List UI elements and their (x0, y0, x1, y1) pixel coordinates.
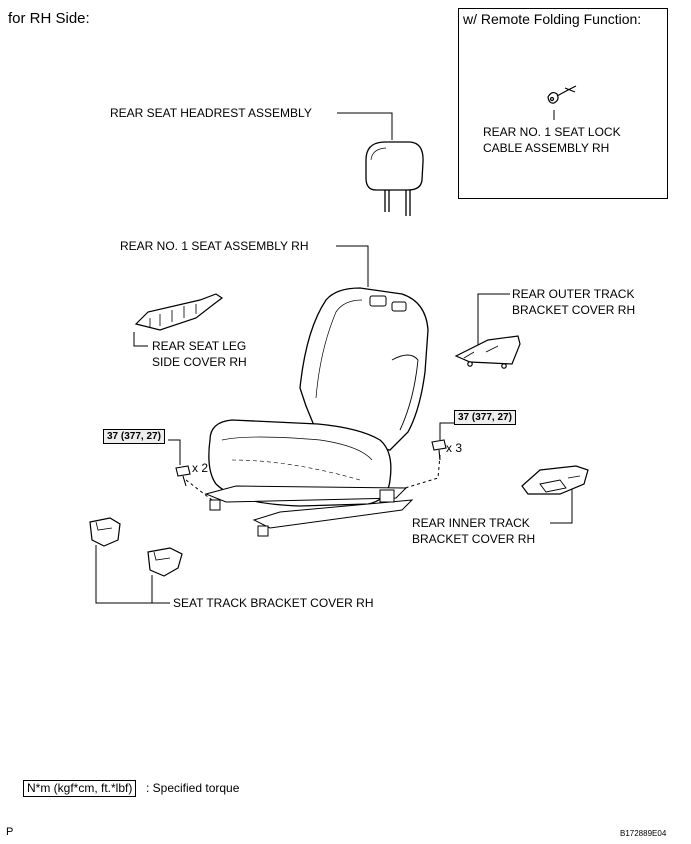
bolt-icon (175, 439, 447, 487)
page-code: P (6, 826, 14, 838)
side-label: for RH Side: (8, 10, 90, 27)
track-cover-leader-line (95, 545, 170, 604)
torque-legend-text: : Specified torque (146, 781, 240, 795)
leg-cover-leader-line (133, 332, 148, 347)
inset-title: w/ Remote Folding Function: (463, 11, 642, 27)
track-bracket-cover-label: SEAT TRACK BRACKET COVER RH (173, 596, 374, 610)
remote-folding-inset: w/ Remote Folding Function: REAR NO. 1 S… (458, 8, 668, 199)
cable-leader-line (564, 87, 576, 93)
inner-track-cover-label: REAR INNER TRACK BRACKET COVER RH (412, 516, 536, 546)
inner-track-cover-drawing (521, 465, 589, 495)
seat-lock-cable-drawing (547, 85, 577, 104)
seat-assembly-drawing (204, 287, 429, 537)
torque-units-legend-box: N*m (kgf*cm, ft.*lbf) (23, 780, 137, 797)
leg-side-cover-drawing (134, 293, 224, 331)
outer-track-cover-label: REAR OUTER TRACK BRACKET COVER RH (512, 287, 636, 317)
outer-cover-leader-line (477, 293, 510, 348)
left-torque-badge: 37 (377, 27) (103, 429, 165, 444)
right-torque-leader-line (439, 422, 454, 440)
left-torque-leader-line (168, 439, 181, 465)
right-torque-badge: 37 (377, 27) (454, 410, 516, 425)
left-bolt-quantity: x 2 (192, 461, 209, 475)
leg-side-cover-label: REAR SEAT LEG SIDE COVER RH (152, 339, 247, 369)
seat-track-cover-drawing (89, 517, 183, 577)
seat-assembly-leader-line (336, 245, 369, 287)
right-bolt-quantity: x 3 (446, 441, 463, 455)
headrest-drawing (365, 141, 424, 216)
figure-id: B172889E04 (620, 829, 667, 838)
seat-lock-cable-label: REAR NO. 1 SEAT LOCK CABLE ASSEMBLY RH (483, 125, 621, 155)
headrest-label: REAR SEAT HEADREST ASSEMBLY (110, 106, 312, 120)
bolt-dashed-lines (185, 454, 441, 501)
seat-assembly-label: REAR NO. 1 SEAT ASSEMBLY RH (120, 239, 309, 253)
outer-track-cover-drawing (454, 335, 521, 369)
headrest-leader-line (337, 112, 393, 140)
